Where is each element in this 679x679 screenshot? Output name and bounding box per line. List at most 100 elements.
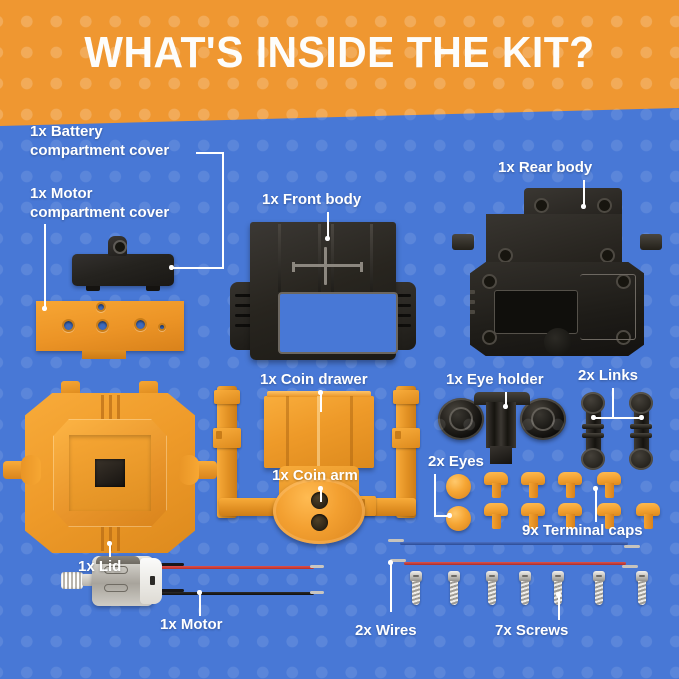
leader-dot-rear-body [581,204,586,209]
part-terminal-cap-8 [597,503,621,529]
terminal-cap-6-stem [528,514,538,529]
leader-dot-wires [388,560,393,565]
leader-dot-terminal-caps [593,486,598,491]
rear-body-cylinder-right [640,234,662,250]
link-2-loop-top [629,392,653,414]
wire-blue-tip-left [388,539,404,542]
front-body-fin-r3 [394,314,411,318]
screw-1-head [410,571,422,582]
label-front-body: 1x Front body [262,191,362,208]
terminal-cap-7-stem [565,514,575,529]
leader-dot-motor [197,590,202,595]
lid-tab-right [139,381,158,395]
wire-blue-tip-right [624,545,640,548]
leader-dot-screws [556,592,561,597]
leader-coin-drawer-v [320,392,322,412]
sprue-clip-left-mid [213,428,241,448]
link-2-band-lower [630,433,652,438]
header-banner [0,0,679,126]
screw-5-head [552,571,564,582]
link-1-band-lower [582,433,604,438]
eye-holder-ring-left [438,398,484,440]
label-wires: 2x Wires [355,622,417,639]
part-screw-3 [485,571,499,605]
label-battery-line2: compartment cover [30,142,170,160]
part-screw-7 [635,571,649,605]
label-rear-body: 1x Rear body [498,159,593,176]
part-eye-holder [438,392,564,464]
motor-cover-hole-top [96,302,106,312]
leader-lid-v [109,543,111,557]
front-body-window-cutout [278,292,398,354]
motor-wire-black-tip [310,591,324,594]
motor-worm-gear [61,572,83,589]
terminal-cap-6-head [521,503,545,516]
leader-coin-arm-v [320,488,322,502]
leader-dot-link-2 [639,415,644,420]
coin-drawer-center-seam [317,396,320,468]
leader-eyes-h [434,515,450,517]
rear-body-cylinder-left [452,234,474,250]
part-terminal-cap-2 [521,472,545,498]
part-coin-arm [273,466,365,544]
terminal-cap-5-stem [491,514,501,529]
leader-dot-eyes [447,513,452,518]
screw-4-shaft [521,581,529,605]
leader-battery-h2 [172,267,224,269]
front-body-fin-r4 [394,324,411,328]
motor-cover-hole-2 [96,319,109,332]
screw-3-shaft [488,581,496,605]
part-battery-compartment-cover [72,236,174,291]
rear-body-boss-top-right [597,198,612,213]
motor-cover-hole-4 [158,323,166,331]
leader-battery-h1 [196,152,224,154]
part-terminal-cap-3 [558,472,582,498]
part-lid [3,381,217,553]
coin-arm-hole-upper [311,492,328,509]
motor-terminal-nub [150,576,155,585]
lid-rib-bottom-2 [109,527,112,551]
sprue-rail-left [217,386,237,518]
link-1-band-upper [582,424,604,429]
front-body-fin-l2 [235,304,252,308]
leader-eyes-v [434,474,436,516]
part-motor-compartment-cover [36,301,184,359]
coin-arm-hole-lower [311,514,328,531]
terminal-cap-4-head [597,472,621,485]
rear-body-gear-recess [544,328,572,356]
lid-knob-left [21,455,41,485]
link-1-bar [586,398,601,464]
leader-eye-holder-v [505,392,507,406]
leader-links-v [612,388,614,418]
lid-center-slot [95,459,125,487]
front-body-fin-l3 [235,314,252,318]
eye-holder-bridge [474,392,530,405]
leader-rear-body-v [583,180,585,206]
motor-slot-lower [104,584,128,592]
sprue-clip-left-top [214,390,240,404]
terminal-cap-4-stem [604,483,614,498]
rear-body-slot-3 [470,310,475,314]
terminal-cap-5-head [484,503,508,516]
screw-2-head [448,571,460,582]
terminal-cap-2-head [521,472,545,485]
screw-3-head [486,571,498,582]
rear-body-boss-bottom-right [616,330,631,345]
part-front-body [230,222,416,362]
part-eye-2 [446,506,471,531]
front-body-rib-center-a [318,224,321,292]
part-screw-4 [518,571,532,605]
leader-dot-link-1 [591,415,596,420]
rear-body-boss-low-right [616,274,631,289]
front-body-cross-horizontal [292,264,362,267]
eye-holder-stem [486,402,516,448]
motor-cover-hole-3 [134,318,147,331]
label-motor: 1x Motor [160,616,223,633]
front-body-fin-l1 [235,294,252,298]
front-body-rib-right [370,224,373,292]
sprue-rail-bottom-left [219,498,285,516]
lid-knob-right [179,455,199,485]
part-rear-body [452,188,662,356]
motor-slot-upper [104,566,128,574]
front-body-fin-l4 [235,324,252,328]
